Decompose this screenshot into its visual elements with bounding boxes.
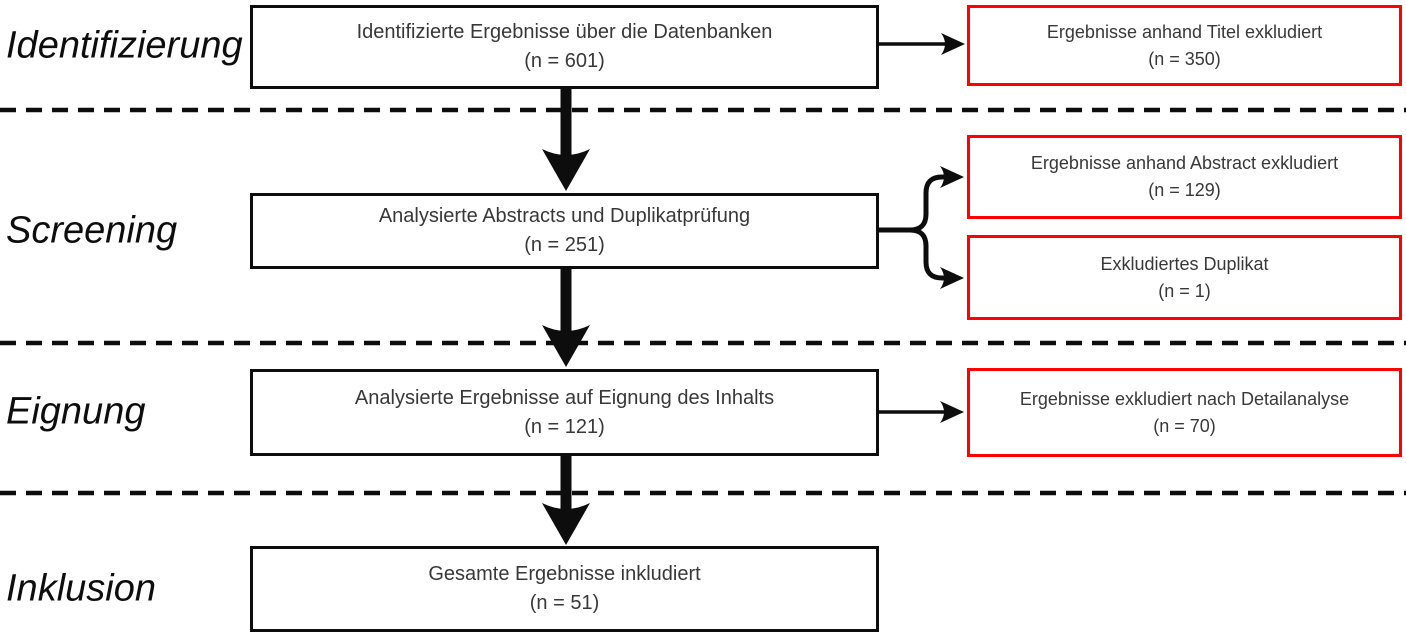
main-box-identified-text: Identifizierte Ergebnisse über die Daten… xyxy=(356,21,773,43)
excluded-box-duplicate-text: Exkludiertes Duplikat xyxy=(1100,253,1269,274)
excluded-box-detail-text: Ergebnisse exkludiert nach Detailanalyse xyxy=(1019,388,1350,409)
stage-label-eignung: Eignung xyxy=(6,390,146,433)
excluded-box-duplicate-count: (n = 1) xyxy=(1158,280,1211,301)
main-box-included-count: (n = 51) xyxy=(529,592,600,614)
main-box-eligibility-count: (n = 121) xyxy=(524,415,605,438)
exclusion-arrow-title xyxy=(878,33,965,55)
main-box-eligibility: Analysierte Ergebnisse auf Eignung des I… xyxy=(250,369,879,456)
main-box-identified-count: (n = 601) xyxy=(524,50,605,72)
stage-label-inklusion: Inklusion xyxy=(6,567,156,610)
exclusion-arrow-detail xyxy=(878,401,964,423)
excluded-box-abstract-count: (n = 129) xyxy=(1148,180,1221,200)
stage-label-screening: Screening xyxy=(6,209,178,252)
main-box-included-text: Gesamte Ergebnisse inkludiert xyxy=(428,563,701,585)
main-box-screened-count: (n = 251) xyxy=(524,234,605,256)
excluded-box-detail-count: (n = 70) xyxy=(1153,415,1216,436)
excluded-box-abstract-text: Ergebnisse anhand Abstract exkludiert xyxy=(1030,153,1339,173)
down-arrow-3 xyxy=(542,454,590,545)
main-box-screened: Analysierte Abstracts und Duplikatprüfun… xyxy=(250,193,879,269)
excluded-box-title: Ergebnisse anhand Titel exkludiert (n = … xyxy=(967,5,1402,86)
stage-label-identifizierung: Identifizierung xyxy=(6,24,243,67)
down-arrow-1 xyxy=(542,86,590,191)
excluded-box-detail: Ergebnisse exkludiert nach Detailanalyse… xyxy=(967,368,1402,457)
excluded-box-abstract: Ergebnisse anhand Abstract exkludiert (n… xyxy=(967,135,1402,219)
exclusion-branch-screening xyxy=(877,166,964,289)
main-box-identified: Identifizierte Ergebnisse über die Daten… xyxy=(250,5,879,89)
excluded-box-duplicate: Exkludiertes Duplikat (n = 1) xyxy=(967,235,1402,320)
main-box-eligibility-text: Analysierte Ergebnisse auf Eignung des I… xyxy=(354,386,775,409)
main-box-screened-text: Analysierte Abstracts und Duplikatprüfun… xyxy=(378,205,751,227)
excluded-box-title-text: Ergebnisse anhand Titel exkludiert xyxy=(1046,21,1323,42)
main-box-included: Gesamte Ergebnisse inkludiert (n = 51) xyxy=(250,546,879,632)
down-arrow-2 xyxy=(542,266,590,367)
excluded-box-title-count: (n = 350) xyxy=(1148,48,1221,69)
